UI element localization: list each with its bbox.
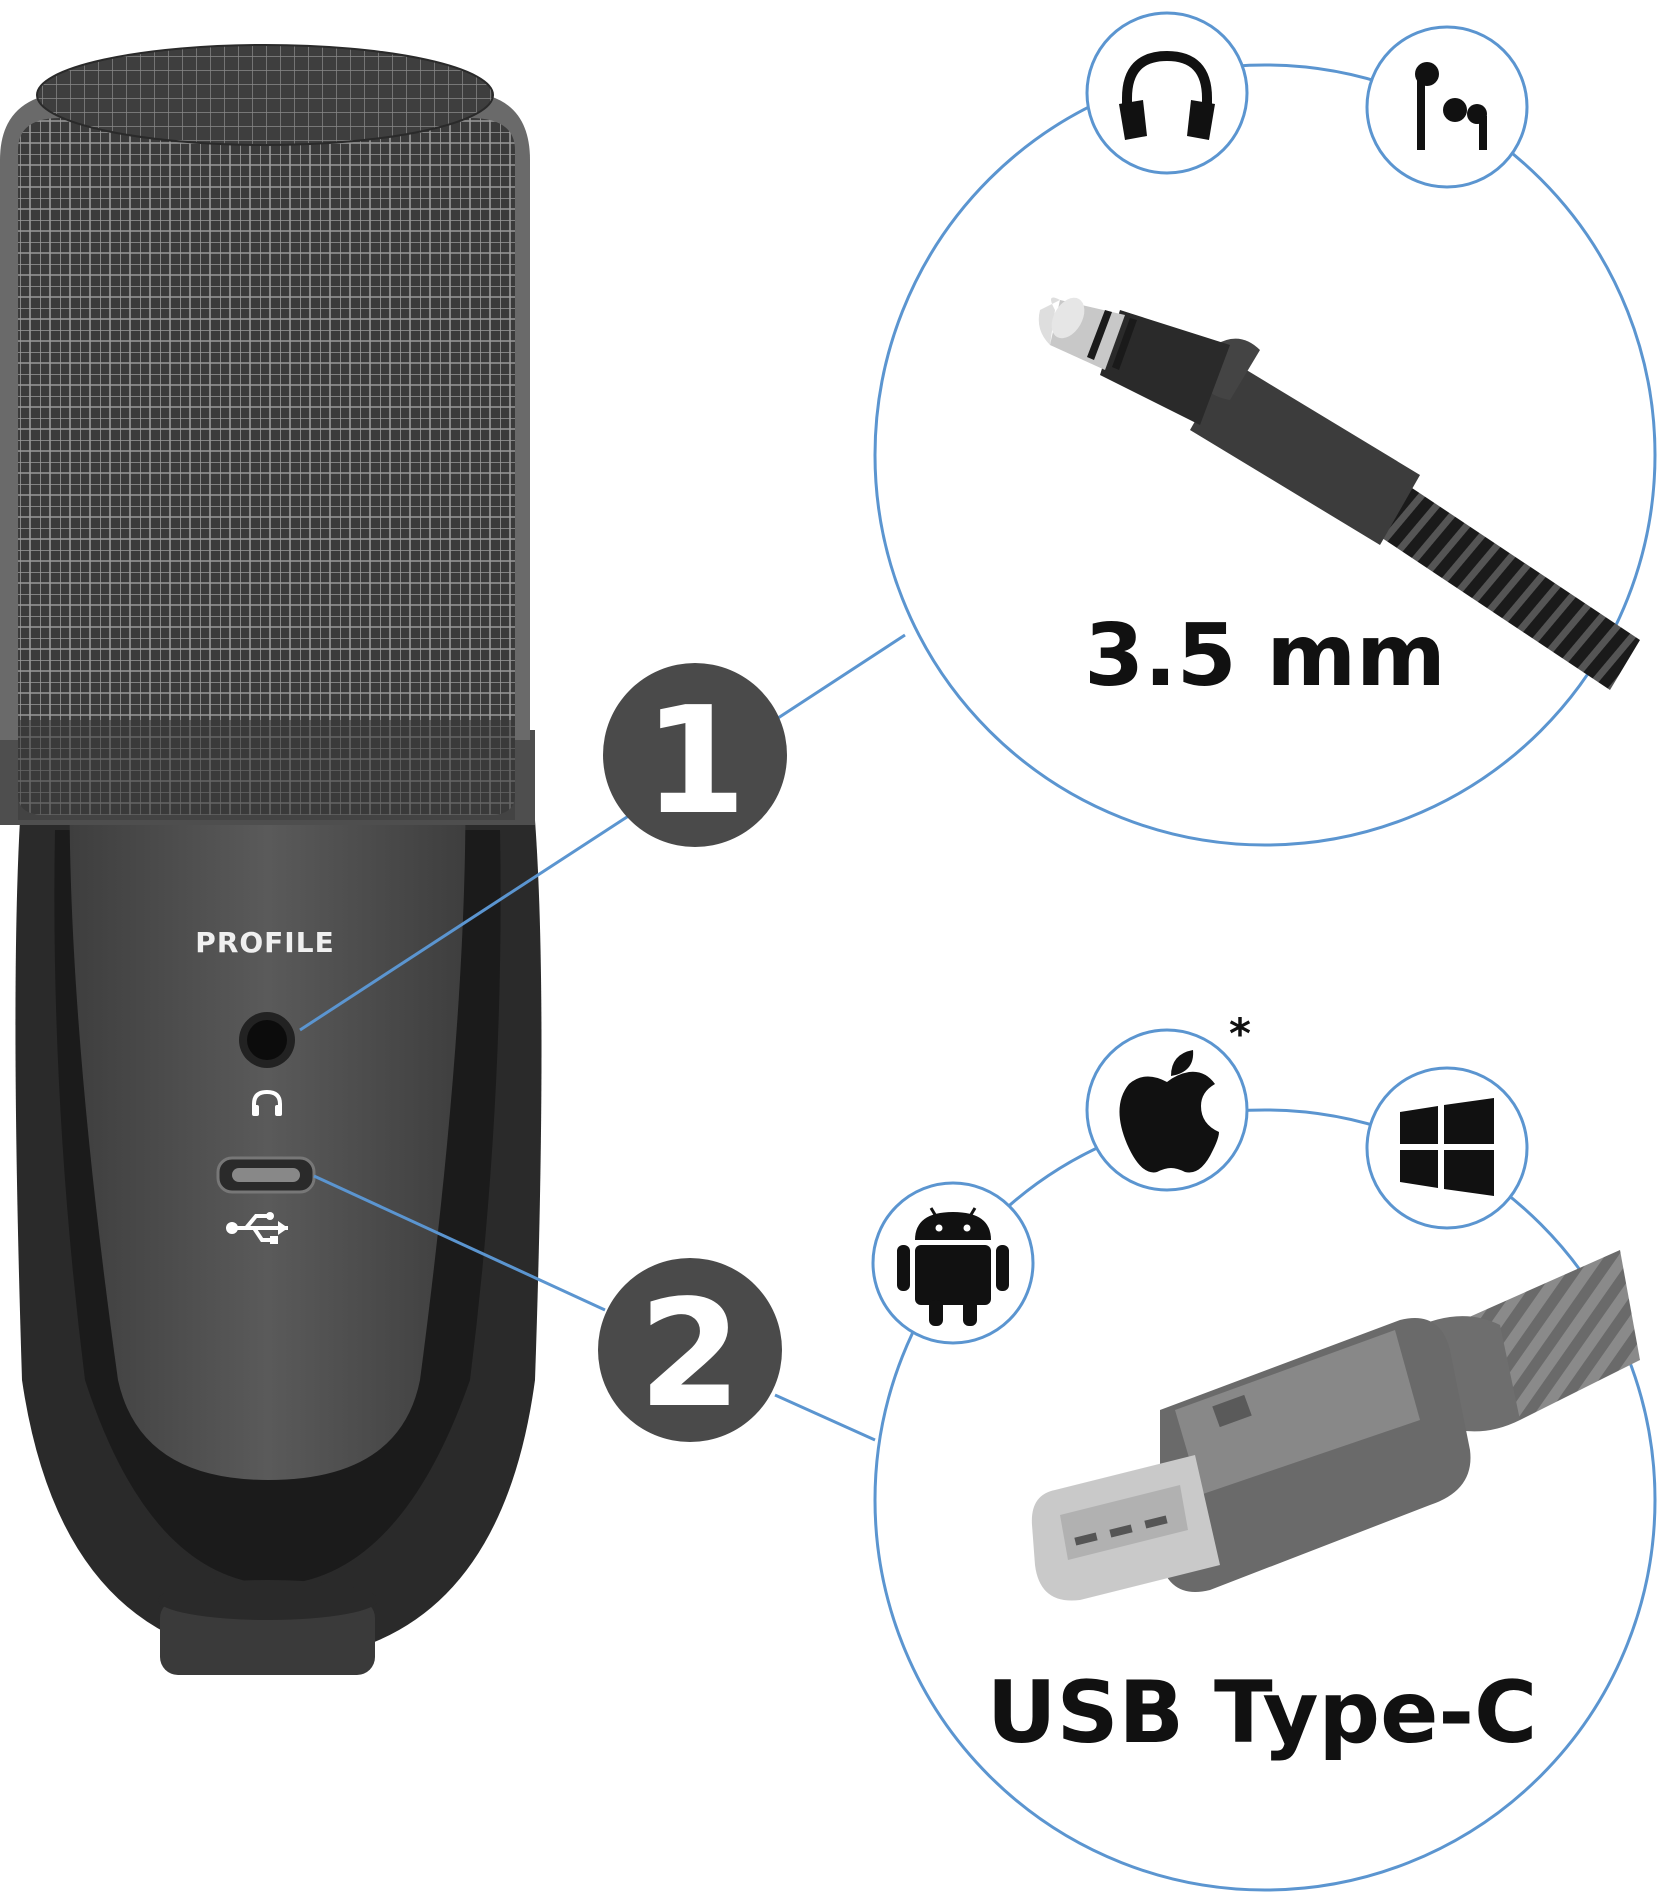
compat-headphones	[1085, 11, 1249, 175]
callout-badge-1: 1	[603, 663, 787, 847]
leader-line-1b	[774, 633, 906, 722]
leader-lines	[299, 633, 906, 1442]
earbuds-icon	[1415, 62, 1487, 150]
mic-foot	[160, 1600, 375, 1675]
callout-number-2: 2	[639, 1268, 742, 1440]
mic-brand-label: PROFILE	[195, 926, 334, 959]
leader-line-2a	[313, 1174, 606, 1312]
callout-3-5mm: 3.5 mm	[873, 11, 1657, 847]
headphones-icon	[1119, 50, 1215, 140]
mic-grille-top	[36, 44, 494, 146]
leader-line-2b	[774, 1393, 876, 1442]
callout-number-1: 1	[644, 675, 747, 847]
usb-c-port[interactable]	[216, 1156, 316, 1194]
callout-badge-2: 2	[598, 1258, 782, 1442]
compat-windows	[1365, 1066, 1529, 1230]
footnote-asterisk: *	[1229, 1009, 1251, 1058]
apple-icon	[1119, 1050, 1219, 1173]
mic-front-panel	[69, 760, 466, 1480]
callout-usb-c: USB Type-C *	[871, 1009, 1657, 1892]
compat-earbuds	[1365, 25, 1529, 189]
usb-icon	[226, 1212, 288, 1244]
headphone-jack-port[interactable]	[239, 1012, 295, 1068]
mic-grille	[18, 118, 515, 815]
headphones-icon	[252, 1089, 282, 1116]
compat-apple: *	[1085, 1009, 1251, 1192]
jack-3-5mm-plug	[1038, 297, 1640, 690]
android-icon	[897, 1207, 1009, 1326]
usb-c-plug	[1031, 1250, 1640, 1601]
connector-label-usb-c: USB Type-C	[987, 1663, 1537, 1763]
connector-label-3-5mm: 3.5 mm	[1084, 606, 1446, 706]
compat-android	[871, 1181, 1035, 1345]
microphone: PROFILE	[0, 44, 542, 1675]
leader-line-1a	[299, 813, 631, 1032]
windows-icon	[1400, 1098, 1494, 1196]
